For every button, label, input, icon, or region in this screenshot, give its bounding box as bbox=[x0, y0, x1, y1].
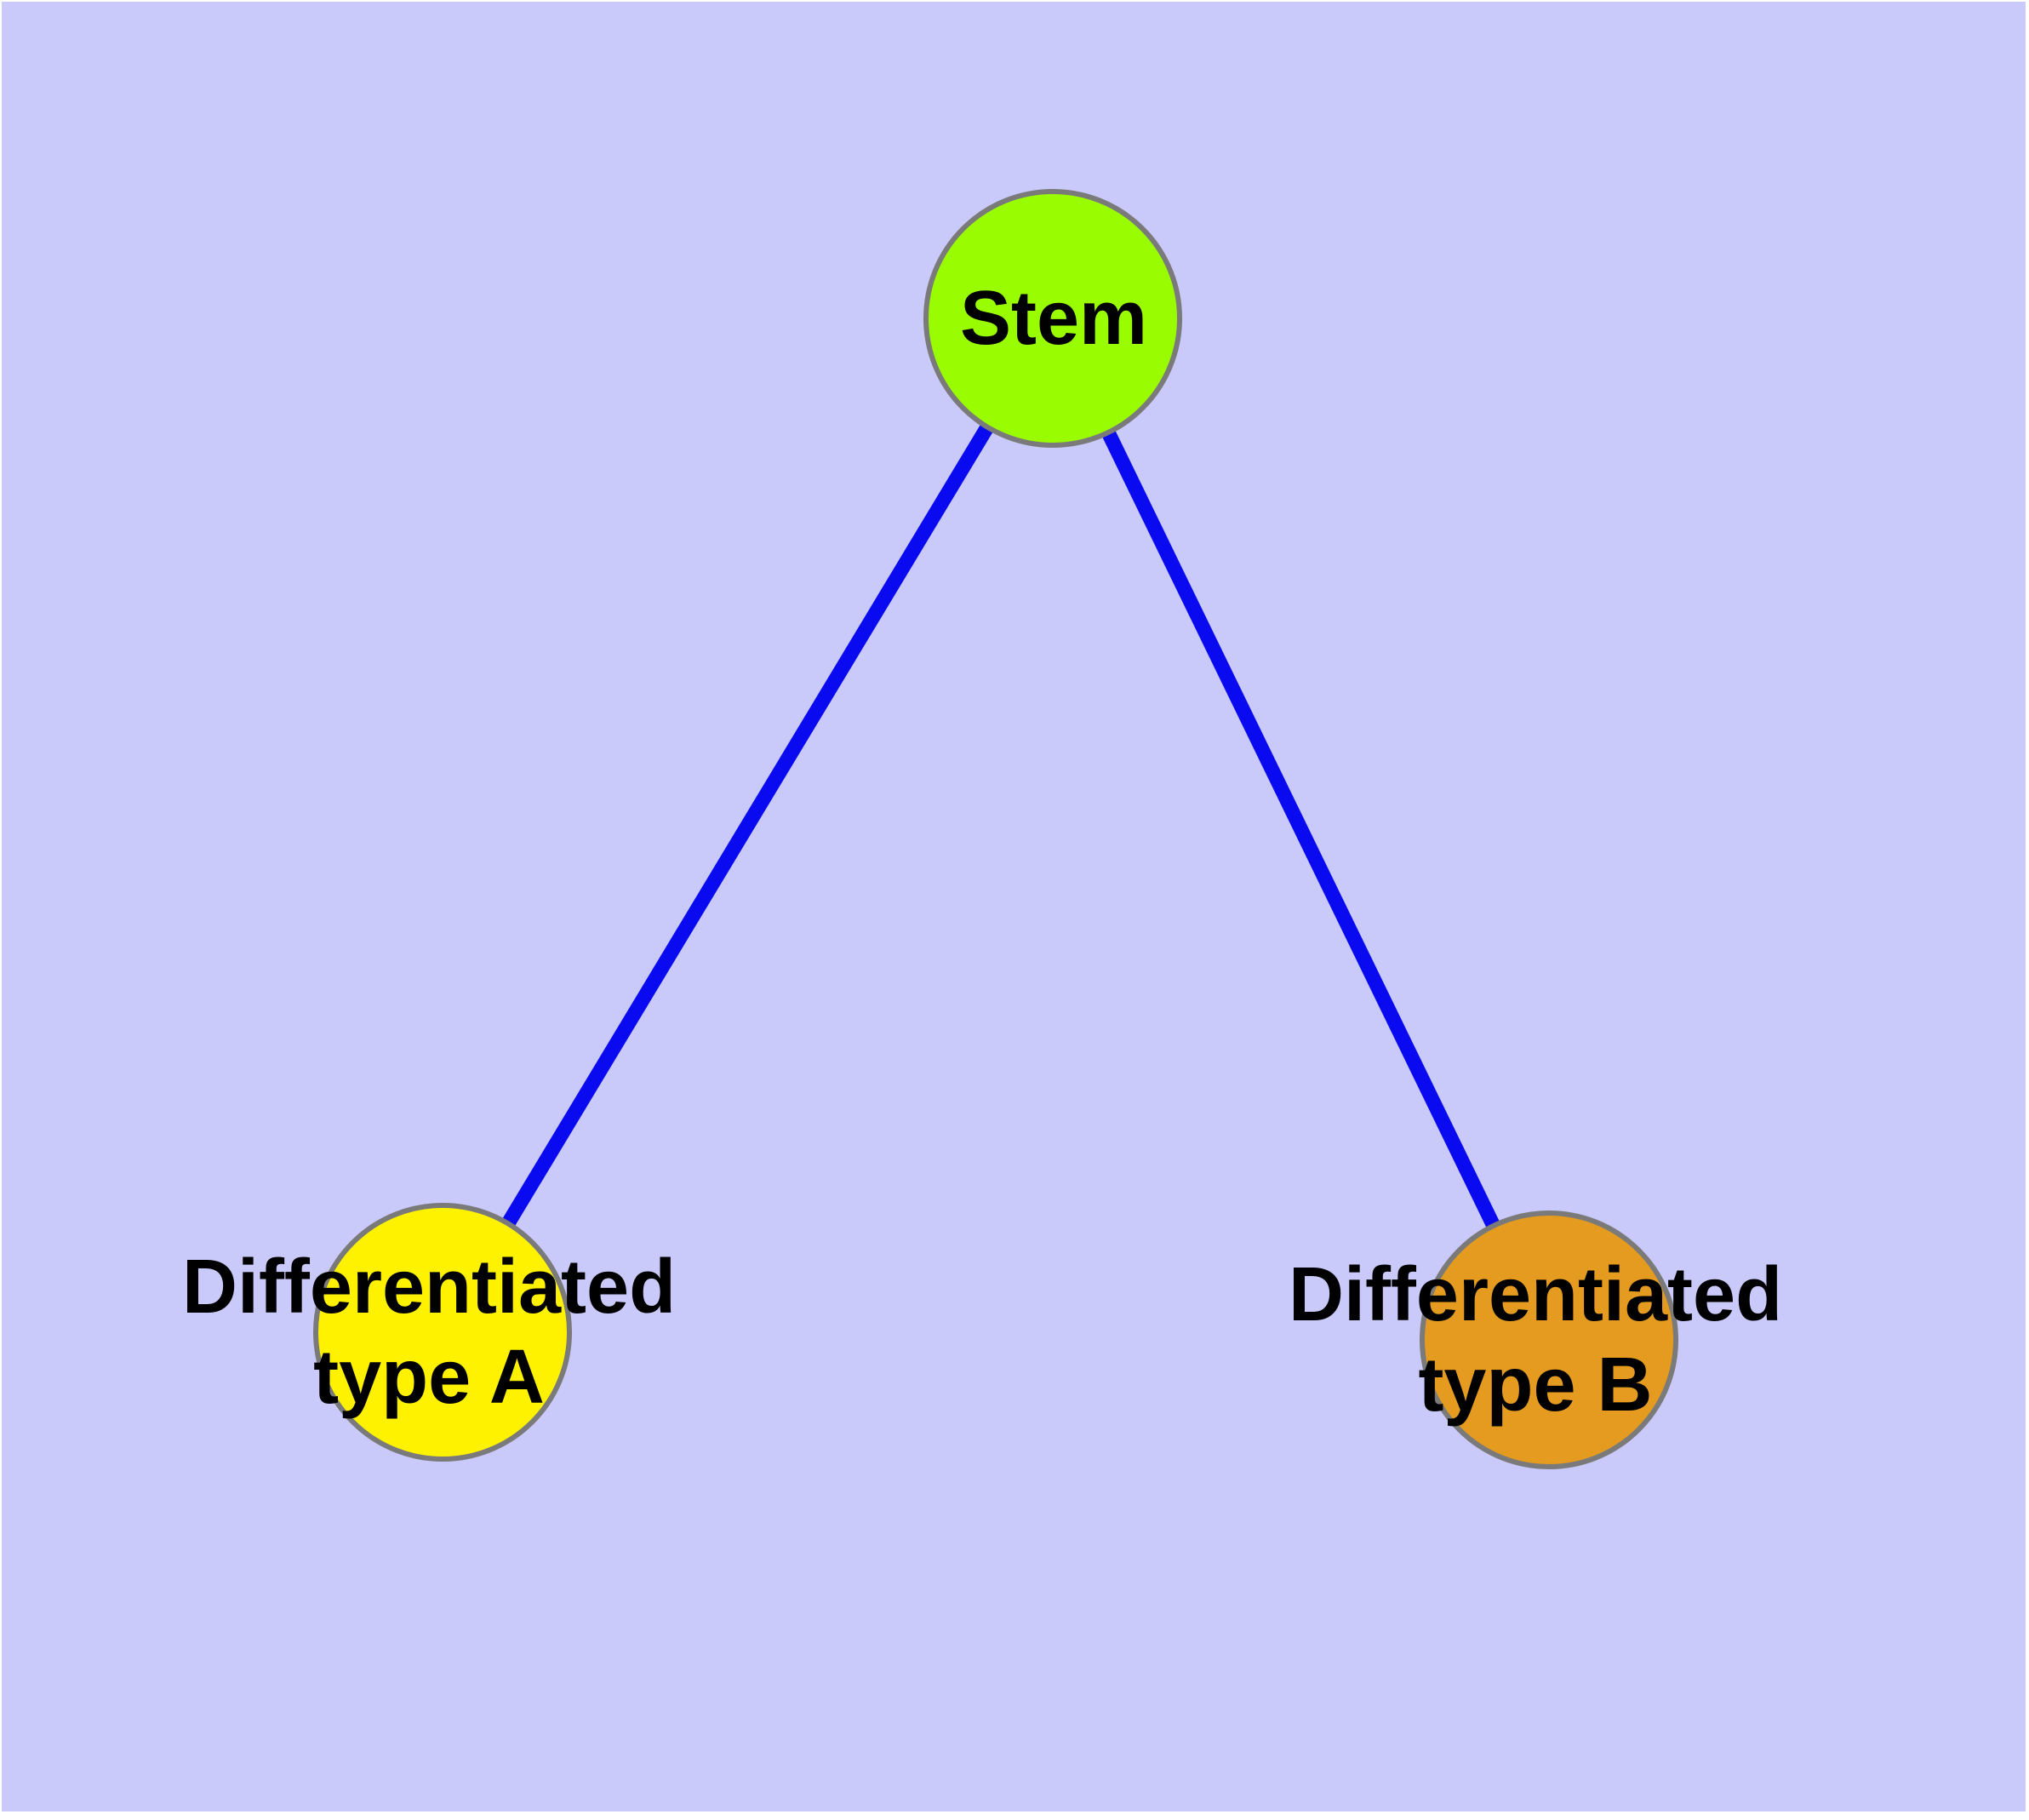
node-stem-label-line1: Stem bbox=[959, 276, 1148, 361]
edge-stem-to-type-b bbox=[1046, 315, 1556, 1343]
node-stem-circle bbox=[923, 189, 1182, 448]
node-type-b-circle bbox=[1420, 1210, 1678, 1469]
node-type-b-label-line2: type B bbox=[1418, 1342, 1653, 1428]
node-type-a-label-line2: type A bbox=[313, 1335, 545, 1420]
edge-stem-to-type-a bbox=[436, 314, 1060, 1336]
node-type-b-label-line1: Differentiated bbox=[1288, 1252, 1783, 1337]
node-type-a-label-line1: Differentiated bbox=[181, 1245, 677, 1330]
node-stem-label: Stem bbox=[960, 273, 1147, 363]
node-type-a-circle bbox=[313, 1203, 572, 1462]
node-type-a-label: Differentiated type A bbox=[182, 1242, 676, 1422]
node-type-b-label: Differentiated type B bbox=[1289, 1250, 1782, 1430]
